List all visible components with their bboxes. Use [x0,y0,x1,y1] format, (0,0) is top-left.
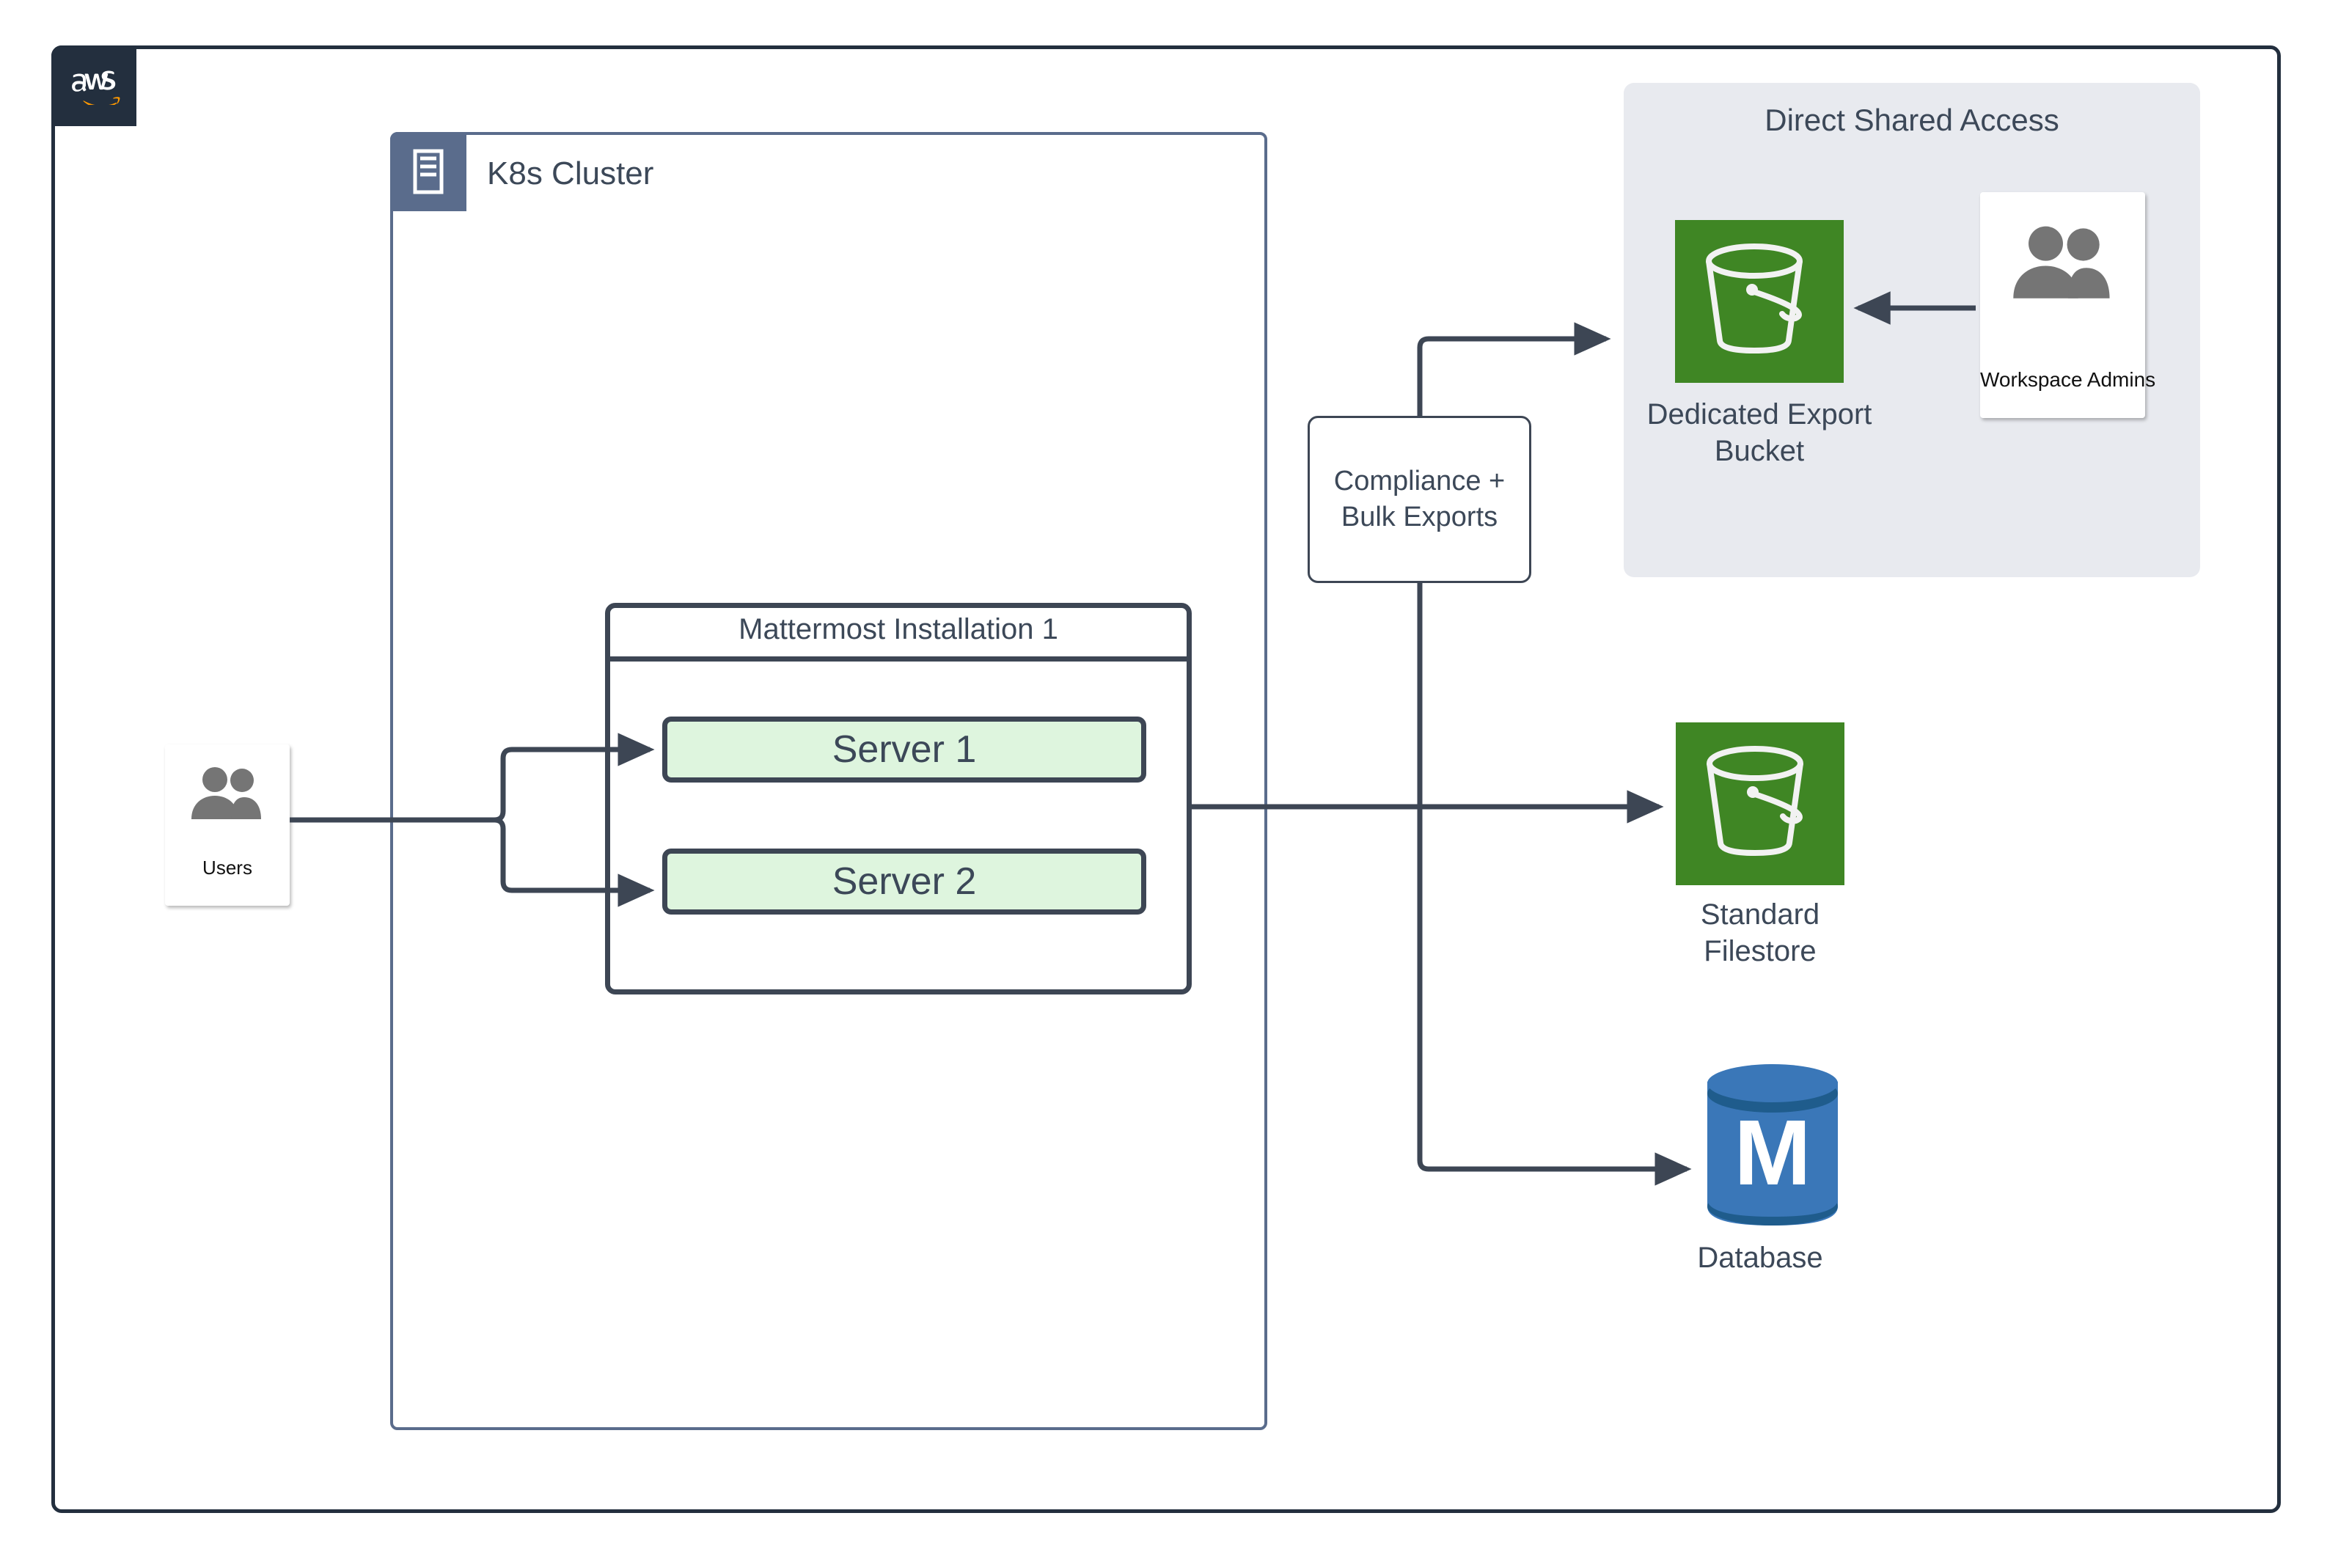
export-bucket-caption-line-2: Bucket [1714,435,1805,467]
people-icon [187,765,268,824]
database-glyph: M [1734,1101,1811,1204]
database-caption: Database [1584,1239,1936,1276]
aws-cloud-boundary [51,45,2281,1513]
aws-logo-icon [51,45,136,126]
people-icon [2007,223,2119,304]
database-cylinder-icon[interactable]: M [1703,1060,1842,1228]
server-1-node[interactable]: Server 1 [662,717,1146,783]
workspace-admins-label: Workspace Admins [1980,368,2156,391]
server-rack-icon [390,132,466,211]
users-node[interactable]: Users [165,744,290,906]
s3-bucket-icon[interactable] [1676,722,1844,885]
server-2-label: Server 2 [832,860,977,903]
server-1-label: Server 1 [832,728,977,771]
compliance-line-2: Bulk Exports [1341,502,1498,532]
compliance-bulk-exports-node[interactable]: Compliance + Bulk Exports [1308,416,1531,583]
database-caption-line-1: Database [1697,1242,1823,1274]
workspace-admins-node[interactable]: Workspace Admins [1980,192,2156,418]
filestore-caption-line-2: Filestore [1704,935,1817,967]
k8s-cluster-title: K8s Cluster [487,155,654,191]
users-label: Users [202,857,252,879]
compliance-bulk-exports-label: Compliance + Bulk Exports [1334,464,1505,535]
filestore-caption-line-1: Standard [1700,898,1820,931]
mattermost-installation-box[interactable] [605,603,1192,994]
direct-shared-access-title: Direct Shared Access [1765,103,2059,137]
dedicated-export-bucket-caption: Dedicated Export Bucket [1583,396,1935,469]
s3-bucket-icon[interactable] [1675,220,1844,383]
server-2-node[interactable]: Server 2 [662,849,1146,915]
compliance-line-1: Compliance + [1333,466,1506,497]
k8s-cluster-boundary [390,132,1267,1430]
standard-filestore-caption: Standard Filestore [1584,896,1936,970]
export-bucket-caption-line-1: Dedicated Export [1646,398,1872,431]
